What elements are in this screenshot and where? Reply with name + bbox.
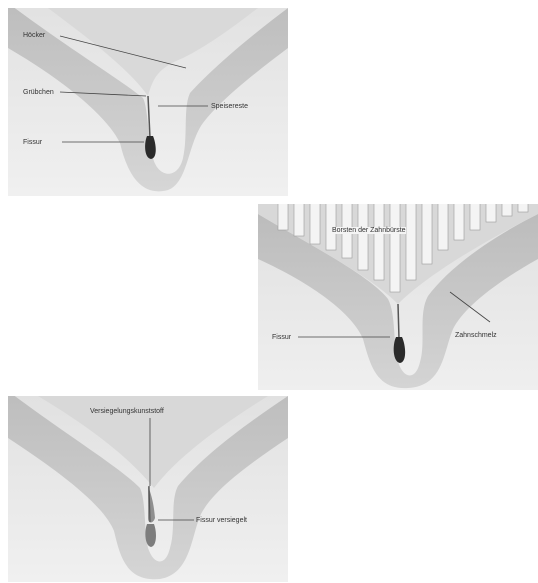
diagram-panel-sealed-fissure: Versiegelungskunststoff Fissur versiegel… [8, 396, 288, 582]
label-fissur-versiegelt: Fissur versiegelt [196, 517, 247, 524]
tooth-cross-section [8, 396, 288, 582]
label-borsten: Borsten der Zahnbürste [332, 227, 406, 234]
tooth-cross-section [8, 8, 288, 196]
diagram-panel-fissure-residue: Höcker Grübchen Speisereste Fissur [8, 8, 288, 196]
label-speisereste: Speisereste [211, 103, 248, 110]
label-fissur: Fissur [272, 334, 291, 341]
label-grubchen: Grübchen [23, 89, 54, 96]
diagram-panel-toothbrush: Borsten der Zahnbürste Fissur Zahnschmel… [258, 204, 538, 390]
fissure-groove [398, 304, 399, 339]
label-versiegelung: Versiegelungskunststoff [90, 408, 164, 415]
label-hoecker: Höcker [23, 32, 45, 39]
label-fissur: Fissur [23, 139, 42, 146]
label-zahnschmelz: Zahnschmelz [455, 332, 497, 339]
